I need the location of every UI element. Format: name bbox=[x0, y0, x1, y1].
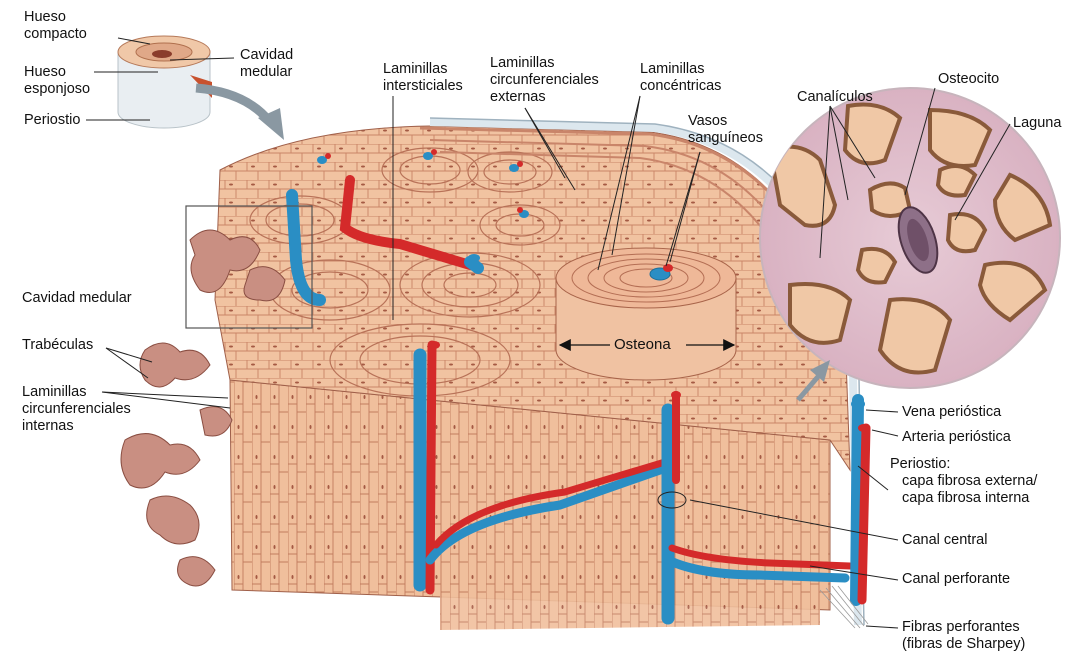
label-cavidad-medular-left: Cavidad medular bbox=[22, 290, 132, 306]
label-canal-central: Canal central bbox=[902, 532, 988, 548]
label-osteona: Osteona bbox=[614, 336, 671, 353]
label-osteocito: Osteocito bbox=[938, 71, 1000, 87]
label-arteria-periostica: Arteria perióstica bbox=[902, 429, 1011, 445]
label-laguna: Laguna bbox=[1013, 115, 1062, 131]
osteocyte-zoom-view bbox=[759, 87, 1061, 389]
pointer-arrow-head-icon bbox=[258, 108, 284, 140]
bone-cylinder-icon bbox=[117, 35, 212, 129]
label-vena-periostica: Vena perióstica bbox=[902, 404, 1002, 420]
sharpey-fibers bbox=[819, 585, 869, 629]
osteon-cylinder bbox=[555, 247, 737, 381]
label-periostio-capas: Periostio:capa fibrosa externa/capa fibr… bbox=[890, 456, 1038, 506]
leader-lines bbox=[86, 37, 1011, 629]
label-canaliculos: Canalículos bbox=[797, 89, 873, 105]
vessel-openings bbox=[317, 149, 870, 432]
label-fibras-perforantes: Fibras perforantes(fibras de Sharpey) bbox=[902, 619, 1026, 652]
label-canal-perforante: Canal perforante bbox=[902, 571, 1011, 587]
trabeculae-highlight-box bbox=[185, 205, 313, 329]
label-periostio-top: Periostio bbox=[24, 112, 81, 128]
trabeculae bbox=[120, 229, 286, 587]
central-canal-ring bbox=[657, 491, 687, 509]
blood-vessels bbox=[286, 175, 871, 625]
zoom-arrow-head-icon bbox=[810, 360, 830, 382]
label-trabeculas: Trabéculas bbox=[22, 337, 94, 353]
